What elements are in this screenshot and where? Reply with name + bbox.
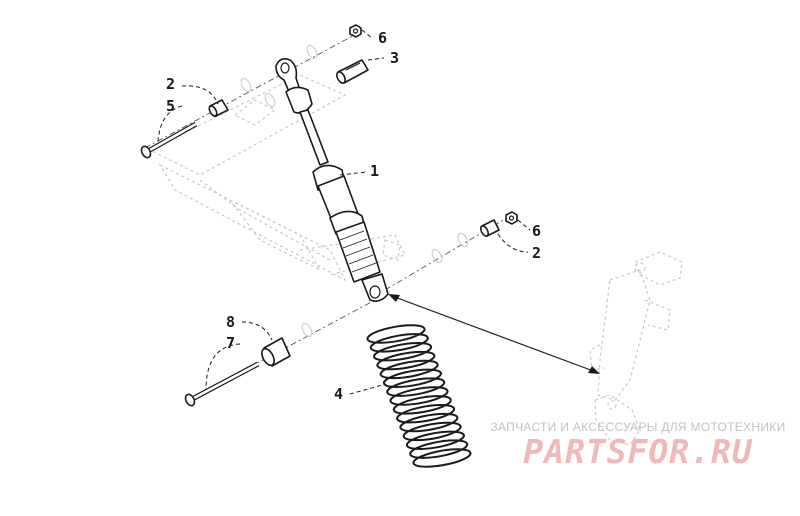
nut-part-6-lower: [505, 211, 518, 225]
callout-3: 3: [390, 49, 399, 67]
alignment-arrow: [388, 294, 600, 374]
spacer-part-2-upper: [208, 99, 229, 117]
watermark: ЗАПЧАСТИ И АКСЕССУАРЫ ДЛЯ МОТОТЕХНИКИ PA…: [488, 420, 788, 470]
ghost-washer-lower-left: [301, 322, 313, 338]
shock-absorber-part-1: [275, 58, 389, 302]
callout-5: 5: [166, 97, 175, 115]
assembly-axes: [144, 31, 513, 399]
callout-labels: 6 3 2 5 1 6 2 8 7 4: [166, 29, 541, 403]
callout-1: 1: [370, 162, 379, 180]
callout-7: 7: [226, 334, 235, 352]
callout-6-lower: 6: [532, 222, 541, 240]
callout-8: 8: [226, 313, 235, 331]
leader-lines: [157, 29, 531, 395]
bolt-part-7: [184, 361, 260, 407]
ghost-washers-upper: [240, 44, 318, 108]
bushing-part-8: [261, 337, 291, 367]
ghost-spindle: [589, 251, 683, 446]
watermark-logo: PARTSFOR.RU: [523, 432, 753, 471]
spacer-part-2-lower: [480, 219, 500, 237]
coil-spring-part-4: [366, 324, 472, 468]
watermark-caption: ЗАПЧАСТИ И АКСЕССУАРЫ ДЛЯ МОТОТЕХНИКИ: [490, 420, 786, 434]
sleeve-part-3: [336, 59, 369, 84]
reservoir-texture: [339, 230, 377, 273]
ghost-washers-lower-right: [431, 232, 469, 264]
nut-part-6-top: [349, 24, 362, 38]
callout-2-upper: 2: [166, 75, 175, 93]
callout-6-top: 6: [378, 29, 387, 47]
bolt-part-5: [140, 121, 198, 159]
callout-2-lower: 2: [532, 244, 541, 262]
callout-4: 4: [334, 385, 343, 403]
